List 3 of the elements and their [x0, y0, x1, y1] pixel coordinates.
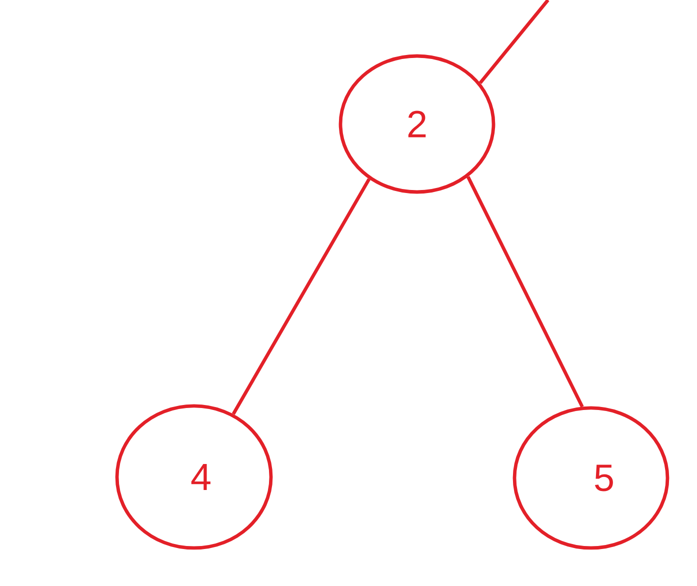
connector-line	[232, 178, 371, 415]
connector-line	[466, 176, 584, 408]
connector-line	[478, 0, 550, 84]
